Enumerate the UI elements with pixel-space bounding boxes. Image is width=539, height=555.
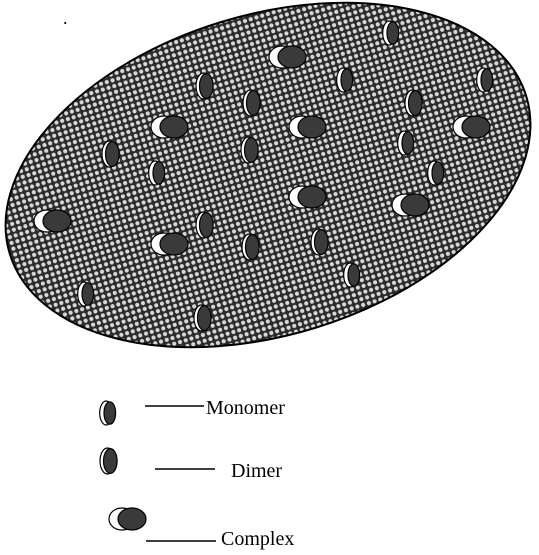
dimer-particle — [311, 229, 328, 255]
complex-particle — [151, 116, 188, 138]
legend-label-complex: Complex — [221, 528, 294, 550]
legend: Monomer Dimer Complex — [100, 397, 295, 550]
monomer-particle — [428, 161, 444, 185]
monomer-particle — [383, 21, 399, 45]
legend-item-dimer: Dimer — [100, 448, 282, 482]
monomer-particle — [477, 68, 493, 92]
dimer-particle — [196, 212, 213, 238]
dimer-particle — [241, 137, 258, 163]
complex-particle — [34, 210, 71, 232]
dimer-particle — [194, 305, 211, 331]
complex-particle — [289, 116, 326, 138]
monomer-particle — [337, 68, 353, 92]
dimer-icon — [100, 448, 117, 474]
monomer-particle — [78, 282, 94, 306]
legend-label-dimer: Dimer — [231, 460, 282, 482]
dimer-particle — [243, 90, 260, 116]
dimer-particle — [196, 73, 213, 99]
stray-mark: . — [63, 8, 68, 28]
monomer-particle — [344, 263, 360, 287]
complex-particle — [151, 233, 188, 255]
legend-item-complex: Complex — [109, 508, 294, 550]
monomer-icon — [100, 401, 116, 425]
dimer-particle — [102, 141, 119, 167]
dimer-particle — [405, 90, 422, 116]
complex-particle — [453, 116, 490, 138]
monomer-particle — [149, 161, 165, 185]
complex-particle — [269, 46, 306, 68]
complex-particle — [289, 186, 326, 208]
complex-particle — [392, 194, 429, 216]
monomer-particle — [398, 131, 414, 155]
complex-icon — [109, 508, 146, 530]
legend-item-monomer: Monomer — [100, 397, 286, 425]
legend-label-monomer: Monomer — [206, 397, 285, 419]
dimer-particle — [242, 234, 259, 260]
